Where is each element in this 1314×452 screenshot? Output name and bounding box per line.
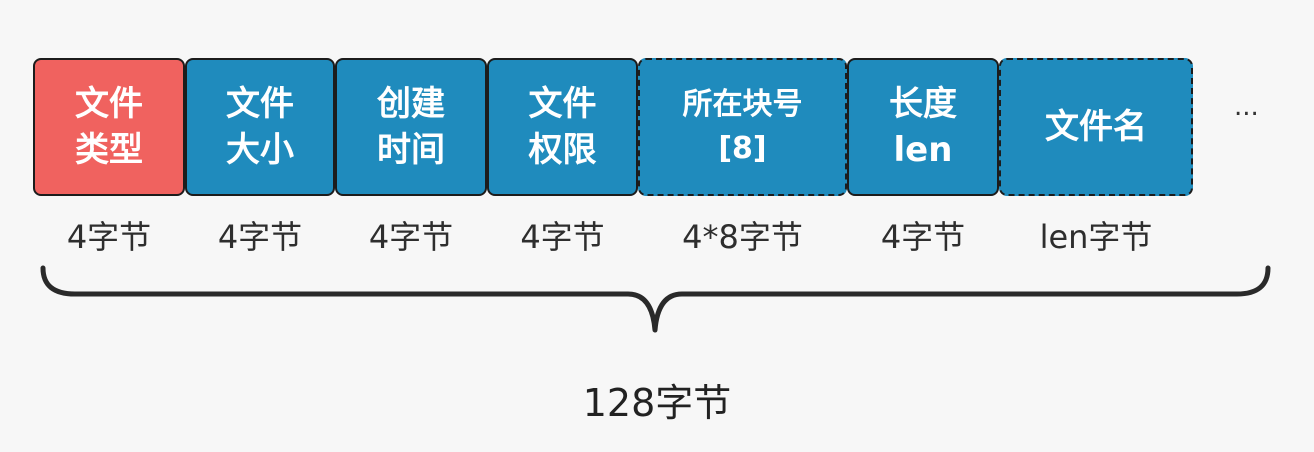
field-file-permission: 文件 权限 (487, 58, 638, 196)
field-create-time: 创建 时间 (335, 58, 487, 196)
field-label-line1: 文件 (75, 84, 143, 124)
size-label: 4*8字节 (682, 218, 803, 256)
field-label-line1: 所在块号 (682, 87, 803, 122)
field-label-line2: len (893, 130, 953, 170)
field-file-size: 文件 大小 (185, 58, 335, 196)
field-label-line1: 文件 (226, 84, 294, 124)
size-label: 4字节 (880, 218, 966, 256)
field-file-name: 文件名 (999, 58, 1193, 196)
ellipsis: ... (1234, 92, 1259, 122)
field-label-line1: 文件 (528, 84, 597, 124)
field-length: 长度 len (847, 58, 999, 196)
field-block-numbers: 所在块号 [8] (638, 58, 847, 196)
size-label: 4字节 (368, 218, 454, 256)
size-label: 4字节 (66, 218, 152, 256)
total-size-label: 128字节 (582, 381, 732, 425)
field-label-line2: 大小 (226, 130, 294, 170)
field-label-line2: 权限 (528, 130, 597, 170)
size-label: 4字节 (217, 218, 303, 256)
field-label-line2: [8] (718, 131, 767, 166)
field-file-type: 文件 类型 (33, 58, 185, 196)
field-label-line1: 文件名 (1045, 107, 1147, 147)
field-label-line1: 创建 (377, 84, 445, 124)
size-label: len字节 (1039, 218, 1153, 256)
field-label-line1: 长度 (889, 84, 957, 124)
size-label: 4字节 (520, 218, 605, 256)
field-label-line2: 时间 (377, 130, 445, 170)
field-label-line2: 类型 (75, 130, 143, 170)
